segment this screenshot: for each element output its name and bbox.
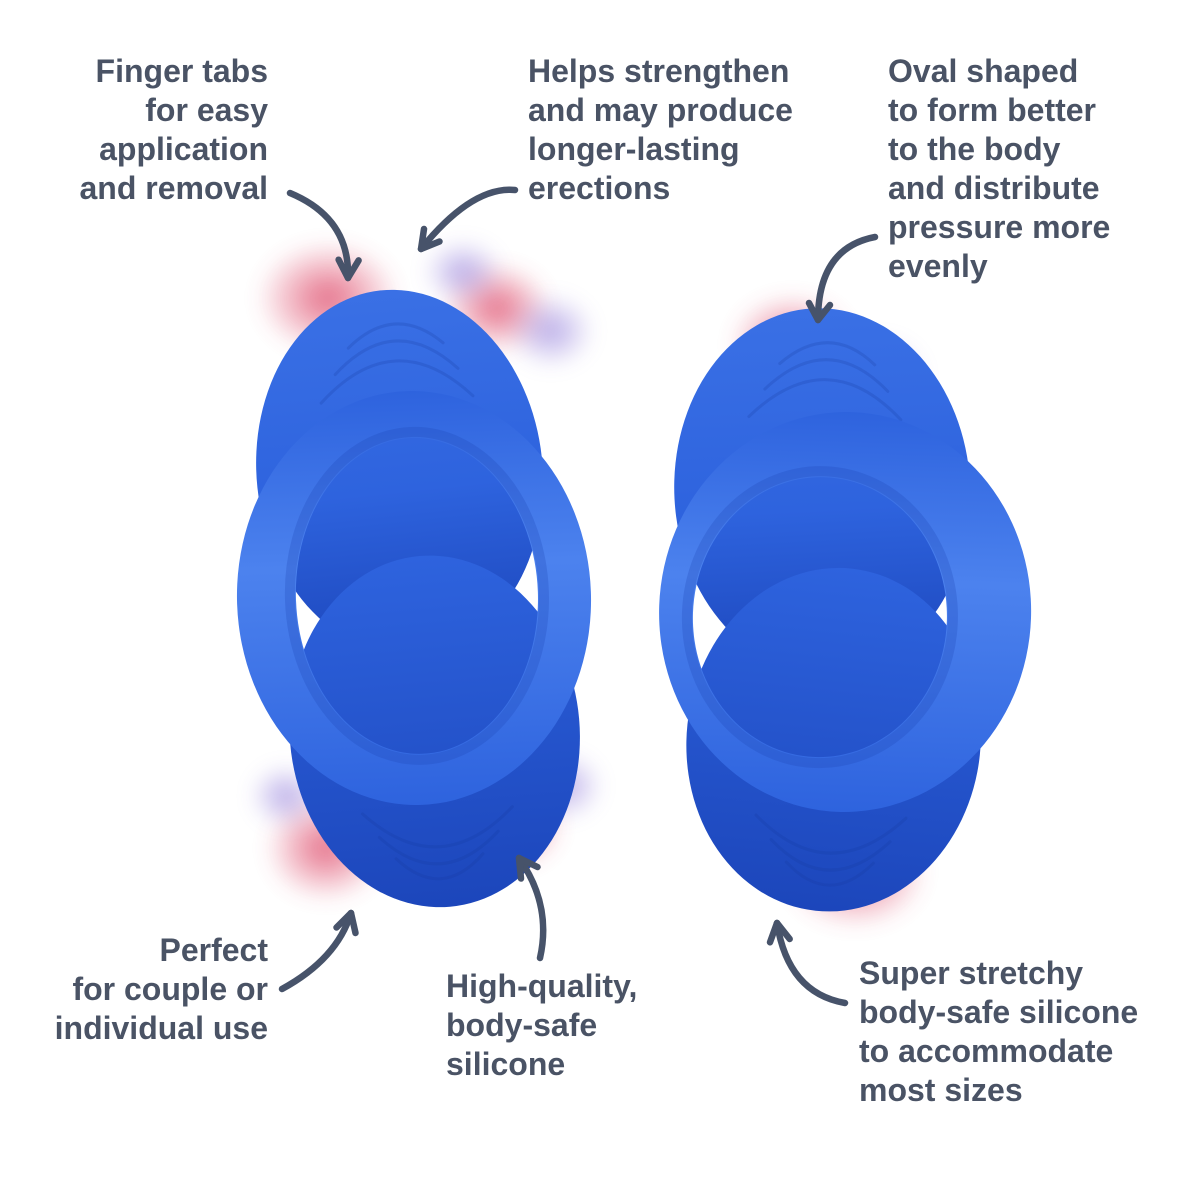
annotation-line: and removal	[79, 170, 268, 206]
annotation-line: application	[99, 131, 268, 167]
annotation-line: Oval shaped	[888, 53, 1079, 89]
annotation-line: longer-lasting	[528, 131, 740, 167]
annotation-line: High-quality,	[446, 968, 638, 1004]
tab-ridge-line	[784, 860, 875, 887]
tab-ridge-line	[769, 838, 892, 872]
annotation-line: for couple or	[72, 971, 268, 1007]
ring-body	[236, 391, 592, 805]
annotation-line: erections	[528, 170, 671, 206]
tab-ridge-line	[361, 805, 514, 849]
annotation-line: and distribute	[888, 170, 1100, 206]
finger-tab-bottom	[289, 555, 580, 908]
tab-ridge-line	[778, 341, 877, 367]
tab-ridge-line	[333, 339, 460, 377]
annotation-finger-tabs: Finger tabs for easy application and rem…	[0, 52, 268, 208]
annotation-line: silicone	[446, 1046, 566, 1082]
annotation-strengthen: Helps strengthen and may produce longer-…	[528, 52, 793, 208]
annotation-oval-shaped: Oval shaped to form better to the body a…	[888, 52, 1110, 286]
tab-ridge-line	[754, 813, 908, 855]
annotation-line: to form better	[888, 92, 1096, 128]
annotation-couple-use: Perfect for couple or individual use	[0, 931, 268, 1048]
annotation-line: body-safe silicone	[859, 994, 1139, 1030]
tab-ridge-line	[763, 358, 890, 393]
annotation-line: to accommodate	[859, 1033, 1114, 1069]
arrow-finger-tabs-icon	[286, 189, 362, 282]
ring-body	[659, 412, 1032, 812]
arrow-strengthen-icon	[417, 186, 519, 253]
annotation-line: individual use	[54, 1010, 268, 1046]
tab-ridge-line	[319, 359, 475, 405]
annotation-line: Super stretchy	[859, 955, 1084, 991]
tab-ridge-line	[377, 829, 500, 866]
arrow-couple-use-icon	[278, 909, 359, 993]
annotation-high-quality: High-quality, body-safe silicone	[446, 967, 637, 1084]
tab-ridge-line	[394, 852, 485, 881]
annotation-line: body-safe	[446, 1007, 598, 1043]
finger-tab-bottom	[686, 567, 981, 912]
annotation-line: most sizes	[859, 1072, 1023, 1108]
annotation-line: Finger tabs	[95, 53, 268, 89]
annotation-line: pressure more	[888, 209, 1111, 245]
annotation-line: Helps strengthen	[528, 53, 790, 89]
product-ring-left	[236, 289, 592, 908]
arrow-oval-shaped-icon	[805, 233, 879, 324]
tab-ridge-line	[747, 378, 903, 422]
annotation-line: and may produce	[528, 92, 793, 128]
ring-inner-shadow	[681, 466, 958, 769]
tab-ridge-line	[346, 322, 445, 350]
product-ring-right	[659, 308, 1032, 912]
annotation-line: for easy	[145, 92, 268, 128]
annotation-stretchy: Super stretchy body-safe silicone to acc…	[859, 954, 1138, 1110]
annotation-line: evenly	[888, 248, 988, 284]
arrow-stretchy-icon	[766, 919, 849, 1007]
arrow-high-quality-icon	[515, 854, 547, 962]
annotation-line: Perfect	[159, 932, 269, 968]
ring-inner-shadow	[284, 426, 549, 765]
annotation-line: to the body	[888, 131, 1061, 167]
